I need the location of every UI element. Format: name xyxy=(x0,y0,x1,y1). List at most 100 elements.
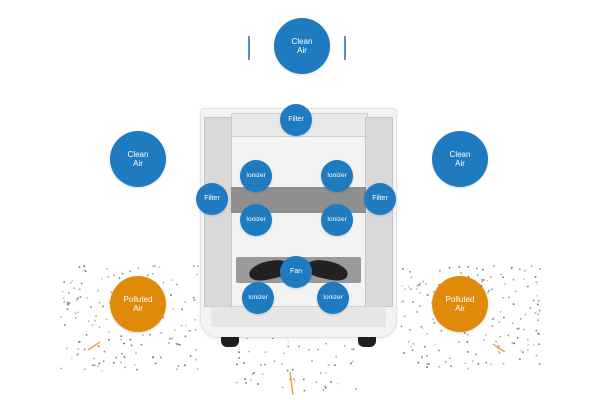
dust-particle xyxy=(330,381,332,383)
clean-air-label-line2: Air xyxy=(297,46,307,55)
dust-particle xyxy=(67,301,69,304)
polluted-air-label-line2: Air xyxy=(133,304,143,313)
dust-particle xyxy=(408,286,410,288)
dust-particle xyxy=(403,315,406,318)
filter-label: Filter xyxy=(204,194,220,202)
dust-particle xyxy=(248,350,250,353)
dust-particle xyxy=(61,290,64,293)
dust-particle xyxy=(317,348,319,351)
dust-particle xyxy=(174,329,176,332)
dust-particle xyxy=(519,318,522,320)
polluted-air-label-line1: Polluted xyxy=(123,294,153,304)
dust-particle xyxy=(538,309,541,312)
fan-label: Fan xyxy=(289,267,303,275)
dust-particle xyxy=(403,352,405,354)
dust-particle xyxy=(152,356,154,359)
dust-particle xyxy=(513,342,515,345)
dust-particle xyxy=(246,337,248,339)
ionizer-bubble-mid-left: Ionizer xyxy=(240,204,272,236)
dust-particle xyxy=(140,343,143,346)
dust-particle xyxy=(497,350,500,353)
dust-particle xyxy=(475,353,477,356)
dust-particle xyxy=(69,282,72,284)
dust-particle xyxy=(193,265,195,267)
dust-particle xyxy=(67,303,69,306)
dust-particle xyxy=(170,279,173,281)
ionizer-bubble-bottom-left: Ionizer xyxy=(242,282,274,314)
dust-particle xyxy=(477,363,480,365)
ionizer-label: Ionizer xyxy=(327,172,347,180)
dust-particle xyxy=(419,282,422,284)
dust-particle xyxy=(511,342,513,344)
dust-particle xyxy=(146,275,149,277)
dust-particle xyxy=(83,265,85,267)
dust-particle xyxy=(77,341,80,344)
dust-particle xyxy=(142,334,144,336)
dust-particle xyxy=(426,333,429,335)
wheel-right xyxy=(358,337,376,347)
dust-particle xyxy=(196,368,199,370)
dust-particle xyxy=(86,296,88,299)
dust-particle xyxy=(308,349,310,351)
dust-particle xyxy=(428,363,430,365)
dust-particle xyxy=(280,363,283,365)
polluted-air-arrow-right xyxy=(492,343,506,353)
dust-particle xyxy=(97,345,100,348)
dust-particle xyxy=(121,353,123,355)
dust-particle xyxy=(535,329,538,332)
dust-particle xyxy=(416,311,418,313)
dust-particle xyxy=(336,382,339,385)
dust-particle xyxy=(311,360,313,362)
dust-particle xyxy=(440,330,443,332)
ionizer-label: Ionizer xyxy=(246,216,266,224)
dust-particle xyxy=(147,274,149,276)
dust-particle xyxy=(76,311,79,314)
dust-particle xyxy=(537,313,539,316)
dust-particle xyxy=(410,288,412,290)
dust-particle xyxy=(433,322,436,324)
dust-particle xyxy=(129,270,131,273)
dust-particle xyxy=(426,294,429,296)
dust-particle xyxy=(97,289,99,292)
dust-particle xyxy=(466,367,469,370)
dust-particle xyxy=(486,280,489,282)
clean-air-label-line2: Air xyxy=(455,159,465,168)
fan-bubble: Fan xyxy=(280,256,312,288)
dust-particle xyxy=(95,314,98,317)
dust-particle xyxy=(244,378,246,380)
dust-particle xyxy=(286,369,289,372)
dust-particle xyxy=(236,381,238,384)
dust-particle xyxy=(264,363,266,366)
dust-particle xyxy=(487,291,489,294)
dust-particle xyxy=(335,355,337,358)
dust-particle xyxy=(184,364,186,367)
dust-particle xyxy=(181,308,183,311)
dust-particle xyxy=(185,324,187,327)
dust-particle xyxy=(253,372,255,374)
dust-particle xyxy=(67,292,70,294)
dust-particle xyxy=(503,316,505,319)
dust-particle xyxy=(449,357,451,359)
dust-particle xyxy=(103,350,106,353)
dust-particle xyxy=(402,300,405,303)
dust-particle xyxy=(483,339,485,341)
clean-air-arrows xyxy=(248,36,346,60)
dust-particle xyxy=(538,343,540,345)
dust-particle xyxy=(499,335,502,338)
dust-particle xyxy=(420,357,423,359)
dust-particle xyxy=(538,333,540,335)
dust-particle xyxy=(325,387,327,389)
dust-particle xyxy=(425,282,427,285)
dust-particle xyxy=(257,383,259,385)
dust-particle xyxy=(514,290,517,293)
dust-particle xyxy=(75,317,77,319)
dust-particle xyxy=(523,328,525,331)
dust-particle xyxy=(236,363,238,366)
dust-particle xyxy=(421,327,424,330)
dust-particle xyxy=(489,276,492,278)
dust-particle xyxy=(105,318,108,321)
dust-particle xyxy=(411,349,414,351)
dust-particle xyxy=(420,326,423,328)
filter-label: Filter xyxy=(288,115,304,123)
dust-particle xyxy=(502,276,504,278)
